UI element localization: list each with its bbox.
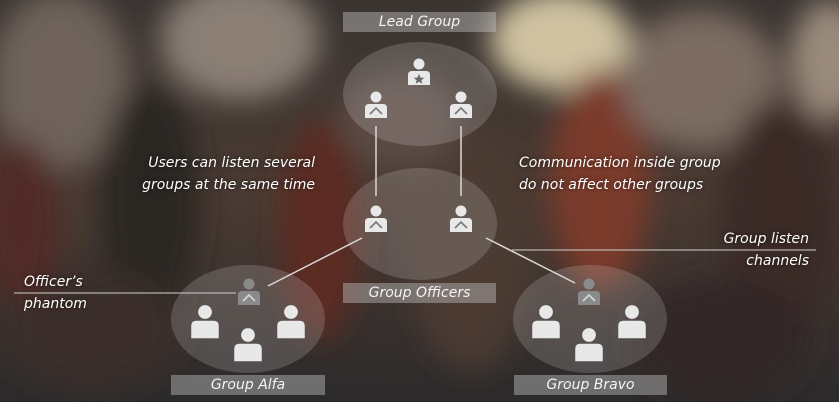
leader-star-icon [408, 58, 430, 85]
alfa-group-label: Group Alfa [171, 375, 325, 395]
annotation-line: phantom [24, 296, 87, 312]
annotation-listen-several: Users can listen several groups at the s… [142, 152, 315, 196]
officer-phantom-icon [238, 278, 260, 305]
annotation-line: Officer’s [24, 274, 83, 290]
lead-group-circle [343, 42, 497, 146]
listen-line-alfa [267, 237, 363, 287]
annotation-officer-phantom: Officer’s phantom [24, 271, 87, 315]
annotation-communication: Communication inside group do not affect… [519, 152, 721, 196]
annotation-listen-channels: Group listen channels [724, 228, 809, 272]
officer-icon [365, 205, 387, 232]
officer-phantom-icon [578, 278, 600, 305]
officer-icon [450, 205, 472, 232]
officers-group-label: Group Officers [343, 283, 496, 303]
officer-icon [450, 91, 472, 118]
alfa-group-circle [171, 265, 325, 373]
lead-group-label: Lead Group [343, 12, 496, 32]
officers-group-circle [343, 168, 497, 280]
annotation-line: Communication inside group [519, 155, 721, 171]
annotation-line: do not affect other groups [519, 177, 704, 193]
annotation-line: channels [746, 253, 809, 269]
officer-icon [365, 91, 387, 118]
bravo-group-label: Group Bravo [514, 375, 667, 395]
annotation-line: Group listen [723, 231, 809, 247]
listen-line-bravo [485, 237, 576, 284]
bravo-group-circle [513, 265, 667, 373]
annotation-line: Users can listen several [148, 155, 315, 171]
annotation-line: groups at the same time [142, 177, 315, 193]
